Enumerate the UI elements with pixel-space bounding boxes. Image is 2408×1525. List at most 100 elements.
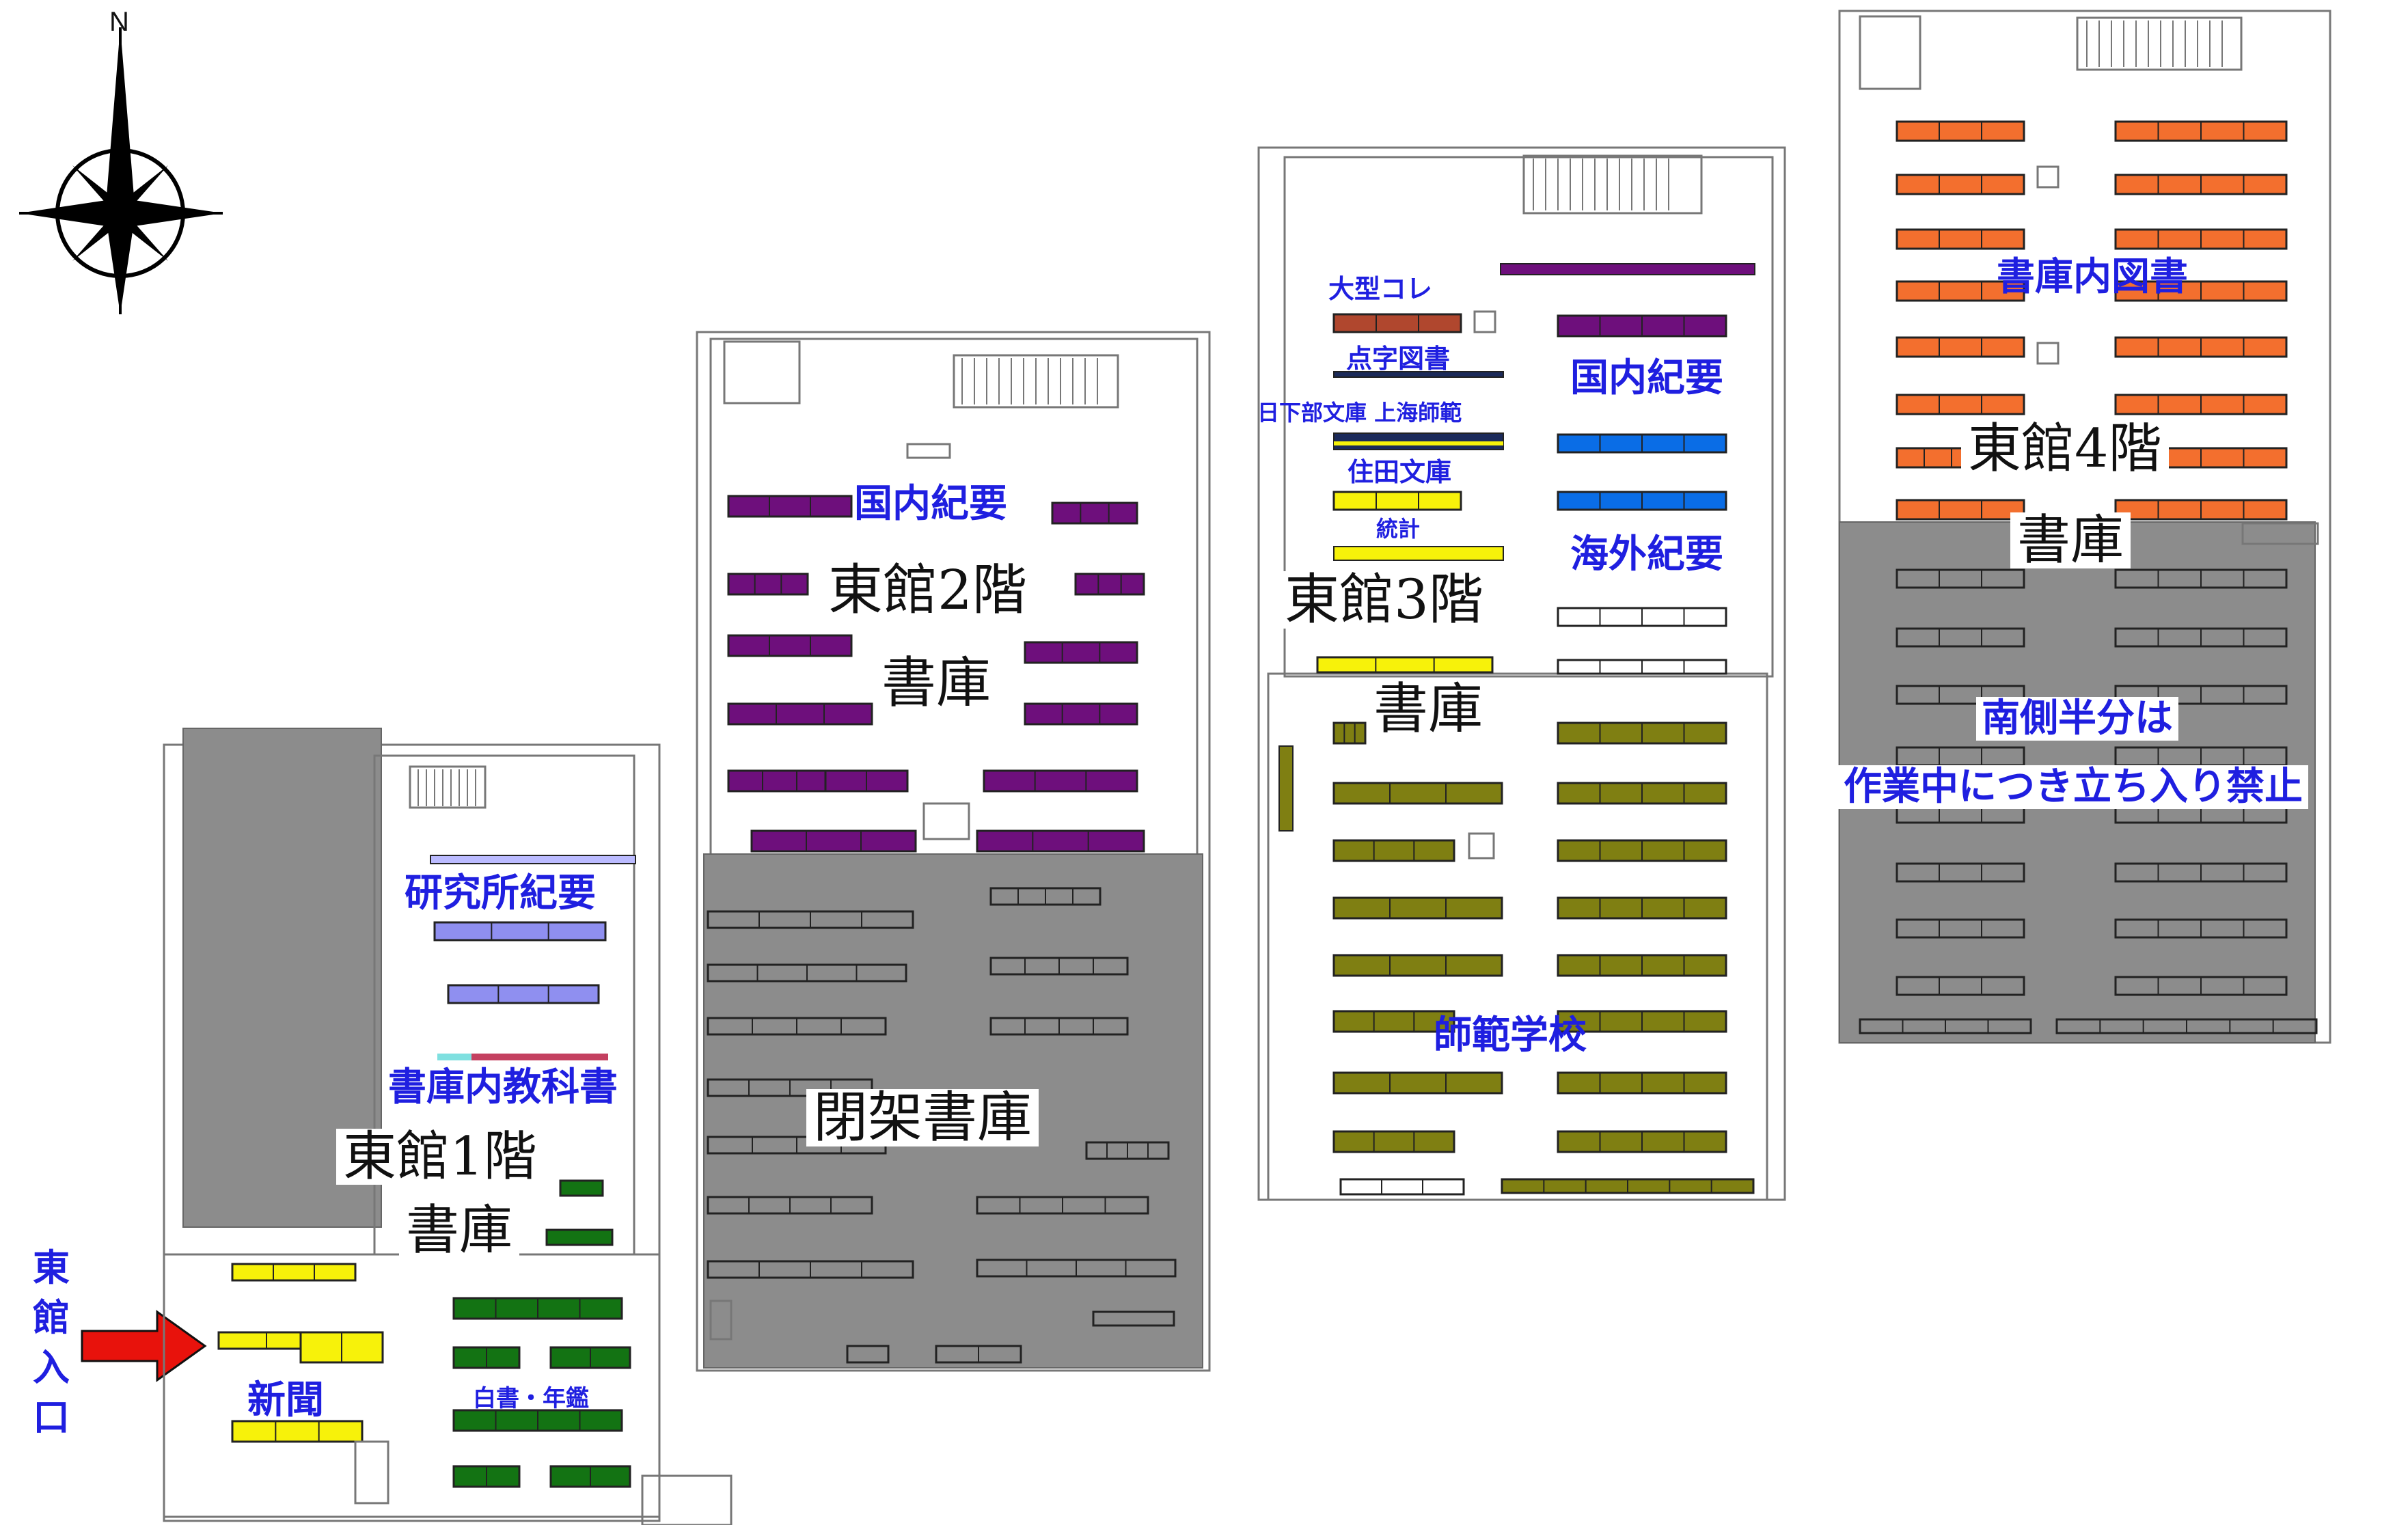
shelf bbox=[1024, 702, 1138, 726]
shelf bbox=[727, 573, 809, 596]
shelf bbox=[1896, 228, 2025, 250]
shelf bbox=[1339, 1178, 1465, 1196]
shelf bbox=[1332, 491, 1462, 511]
shelf bbox=[1896, 499, 2025, 521]
entrance-char: 口 bbox=[33, 1395, 70, 1439]
f1-stair bbox=[409, 765, 487, 809]
shelf bbox=[1332, 1130, 1455, 1153]
shelf bbox=[1896, 568, 2025, 589]
f3-upper-room bbox=[1283, 156, 1774, 678]
shelf bbox=[1896, 976, 2025, 996]
shelf bbox=[983, 769, 1138, 793]
shelf bbox=[231, 1263, 357, 1282]
entrance-char: 東 bbox=[33, 1246, 70, 1289]
f2-lift-box bbox=[723, 340, 801, 404]
shelf bbox=[1332, 1010, 1455, 1033]
f4-pillar bbox=[2036, 342, 2060, 365]
shelf bbox=[1334, 441, 1503, 445]
entrance-arrow-icon bbox=[81, 1310, 207, 1382]
f1-research-bulletins-label: 研究所紀要 bbox=[405, 871, 596, 916]
shelf bbox=[471, 1054, 608, 1060]
f3-large-collection-label: 大型コレ bbox=[1328, 274, 1433, 304]
f1-floor-subtitle: 書庫 bbox=[399, 1203, 520, 1259]
shelf bbox=[727, 769, 832, 793]
f3-normal-school-label: 師範学校 bbox=[1434, 1013, 1587, 1058]
f3-pillar bbox=[1473, 310, 1496, 333]
f3-statistics-label: 統計 bbox=[1376, 516, 1421, 542]
f3-stair bbox=[1522, 154, 1703, 215]
shelf bbox=[727, 702, 873, 726]
f1-small-box bbox=[354, 1440, 389, 1505]
f4-stack-books-label: 書庫内図書 bbox=[1997, 255, 2188, 299]
f4-floor-title: 東館4階 bbox=[1961, 421, 2169, 477]
f4-pillar bbox=[2036, 165, 2060, 189]
f1-outline bbox=[163, 743, 661, 1518]
shelf bbox=[1896, 685, 2025, 705]
f3-foreign-bulletins-label: 海外紀要 bbox=[1570, 532, 1723, 577]
f4-restricted-notice-line2: 作業中につき立ち入り禁止 bbox=[1838, 765, 2308, 809]
shelf bbox=[1896, 862, 2025, 883]
shelf bbox=[1092, 1310, 1175, 1327]
shelf bbox=[1278, 745, 1294, 832]
f3-floor-subtitle: 書庫 bbox=[1367, 681, 1490, 738]
f2-floor-subtitle: 書庫 bbox=[875, 655, 998, 712]
compass-diagonal-point bbox=[111, 204, 168, 261]
shelf bbox=[1896, 918, 2025, 939]
f2-closed-stacks-label: 閉架書庫 bbox=[806, 1089, 1039, 1146]
f1-floor-title: 東館1階 bbox=[336, 1129, 544, 1185]
shelf bbox=[1051, 502, 1138, 525]
shelf bbox=[727, 634, 853, 657]
shelf bbox=[433, 921, 607, 942]
f2-stair bbox=[953, 354, 1119, 409]
f3-lower-room bbox=[1267, 672, 1768, 1201]
f3-domestic-bulletins-label: 国内紀要 bbox=[1570, 356, 1723, 400]
shelf bbox=[1333, 371, 1504, 378]
f4-small-box bbox=[2241, 522, 2319, 545]
f2-small-box bbox=[906, 443, 951, 459]
compass-north-label: N bbox=[109, 7, 129, 37]
shelf bbox=[447, 984, 600, 1004]
shelf bbox=[1896, 120, 2025, 142]
shelf bbox=[727, 495, 853, 518]
shelf bbox=[559, 1179, 604, 1197]
shelf bbox=[231, 1420, 364, 1443]
shelf bbox=[1333, 546, 1504, 561]
f1-textbooks-label: 書庫内教科書 bbox=[388, 1065, 618, 1110]
f3-sumida-label: 住田文庫 bbox=[1347, 457, 1452, 487]
shelf bbox=[1332, 1071, 1503, 1095]
shelf bbox=[545, 1228, 614, 1246]
shelf bbox=[1896, 627, 2025, 648]
shelf bbox=[1896, 394, 2025, 415]
entrance-char: 入 bbox=[33, 1345, 70, 1389]
f3-floor-title: 東館3階 bbox=[1278, 571, 1490, 629]
shelf bbox=[1332, 722, 1367, 745]
entrance-char: 館 bbox=[33, 1295, 70, 1339]
f3-pillar bbox=[1468, 832, 1495, 860]
f2-door-box bbox=[922, 802, 970, 840]
f4-floor-subtitle: 書庫 bbox=[2010, 512, 2131, 568]
shelf bbox=[750, 829, 917, 853]
f2-side-shelf bbox=[709, 1300, 733, 1341]
shelf bbox=[1500, 263, 1755, 275]
compass-west-point bbox=[19, 198, 137, 228]
compass-north-point bbox=[105, 27, 135, 230]
f2-outline bbox=[696, 331, 1211, 1372]
shelf bbox=[1332, 839, 1455, 862]
f1-white-papers-label: 白書・年鑑 bbox=[473, 1385, 589, 1412]
shelf bbox=[846, 1345, 890, 1364]
shelf bbox=[1332, 954, 1503, 977]
shelf bbox=[976, 829, 1145, 853]
shelf bbox=[1332, 782, 1503, 805]
shelf bbox=[1332, 896, 1503, 920]
f2-floor-title: 東館2階 bbox=[821, 562, 1034, 619]
f3-kusakabe-shanghai-label: 日下部文庫 上海師範 bbox=[1257, 400, 1462, 426]
shelf bbox=[1316, 656, 1494, 674]
compass-east-point bbox=[104, 198, 223, 228]
f1-newspapers-label: 新聞 bbox=[247, 1378, 324, 1423]
f1-corner-room bbox=[641, 1474, 733, 1525]
shelf bbox=[1896, 174, 2025, 195]
shelf bbox=[430, 855, 636, 864]
shelf bbox=[1024, 641, 1138, 664]
